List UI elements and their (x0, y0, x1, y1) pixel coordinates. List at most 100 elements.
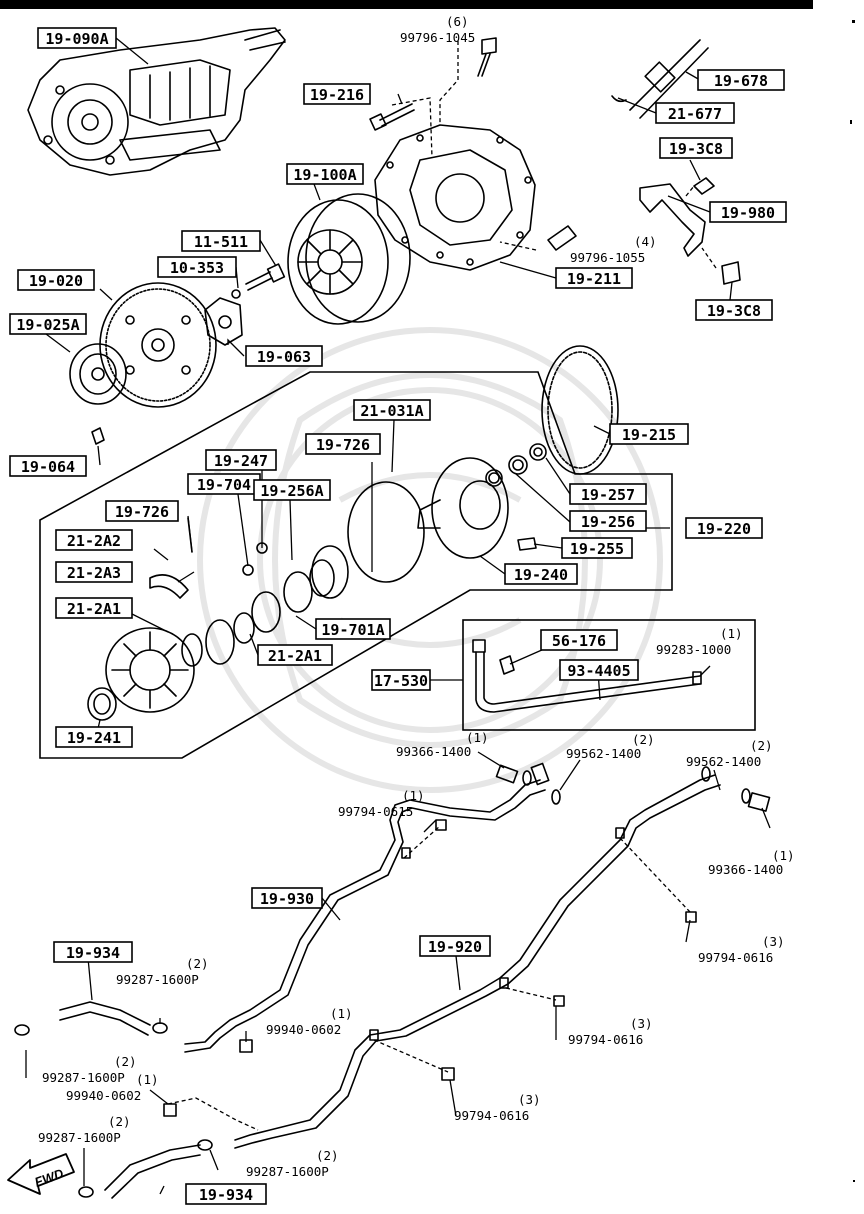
label-19-256A: 19-256A (253, 479, 331, 501)
svg-text:21-677: 21-677 (668, 105, 722, 123)
svg-text:19-211: 19-211 (567, 270, 621, 288)
svg-text:(2): (2) (750, 738, 773, 753)
bolt-drawings (91, 37, 577, 445)
pipe-fittings-drawing (14, 762, 771, 1198)
svg-text:19-3C8: 19-3C8 (669, 140, 723, 158)
svg-text:21-2A1: 21-2A1 (67, 600, 121, 618)
svg-text:99794-0616: 99794-0616 (454, 1108, 529, 1123)
header-bar (0, 0, 813, 9)
svg-text:19-980: 19-980 (721, 204, 775, 222)
svg-text:19-678: 19-678 (714, 72, 768, 90)
callout-99796-1045: (6)99796-1045 (400, 14, 475, 45)
label-19-930: 19-930 (251, 887, 323, 909)
callout-99794-0616-right: (3)99794-0616 (698, 934, 785, 965)
svg-text:99796-1045: 99796-1045 (400, 30, 475, 45)
hose-934-lower-drawing (104, 1144, 201, 1199)
label-19-934-lower: 19-934 (185, 1183, 267, 1205)
svg-text:19-704: 19-704 (197, 476, 251, 494)
svg-text:99287-1600P: 99287-1600P (38, 1130, 121, 1145)
edge-specks (850, 20, 855, 1182)
svg-text:19-240: 19-240 (514, 566, 568, 584)
callout-99287-1600P-lower-left: (2)99287-1600P (38, 1114, 131, 1145)
callout-99366-1400-right: (1)99366-1400 (708, 848, 795, 877)
svg-text:19-090A: 19-090A (45, 30, 108, 48)
part-drawings (14, 27, 771, 1199)
label-19-020: 19-020 (17, 269, 95, 291)
svg-text:21-031A: 21-031A (360, 402, 423, 420)
callout-99283-1000: (1)99283-1000 (656, 626, 743, 657)
svg-text:(3): (3) (630, 1016, 653, 1031)
label-56-176: 56-176 (540, 629, 618, 651)
label-21-677: 21-677 (655, 102, 735, 124)
label-19-3C8-top: 19-3C8 (659, 137, 733, 159)
svg-text:(3): (3) (762, 934, 785, 949)
callout-99287-1600P-upper-left: (2)99287-1600P (42, 1054, 137, 1085)
svg-text:19-726: 19-726 (115, 503, 169, 521)
svg-text:19-930: 19-930 (260, 890, 314, 908)
label-19-241: 19-241 (55, 726, 133, 748)
svg-text:(1): (1) (330, 1006, 353, 1021)
watermark-logo (197, 327, 663, 793)
label-19-920: 19-920 (419, 935, 491, 957)
svg-text:(6): (6) (446, 14, 469, 29)
label-19-678: 19-678 (697, 69, 785, 91)
svg-text:19-063: 19-063 (257, 348, 311, 366)
label-10-353: 10-353 (157, 256, 237, 278)
label-19-215: 19-215 (609, 423, 689, 445)
svg-text:(4): (4) (634, 234, 657, 249)
svg-text:19-256: 19-256 (581, 513, 635, 531)
label-19-216: 19-216 (303, 83, 371, 105)
label-11-511: 11-511 (181, 230, 261, 252)
callout-99562-1400-right: (2)99562-1400 (686, 738, 773, 769)
label-19-064: 19-064 (9, 455, 87, 477)
svg-text:19-934: 19-934 (199, 1186, 253, 1204)
svg-text:19-020: 19-020 (29, 272, 83, 290)
hose-934-upper-drawing (59, 1001, 151, 1036)
svg-text:99940-0602: 99940-0602 (66, 1088, 141, 1103)
label-19-934-upper: 19-934 (53, 941, 133, 963)
cooler-pipe-920-drawing (234, 774, 721, 1149)
label-19-247: 19-247 (205, 449, 277, 471)
cooler-hose-frame (462, 619, 756, 731)
callout-99940-0602-lower: (1)99940-0602 (66, 1072, 159, 1103)
label-21-2A2: 21-2A2 (55, 529, 133, 551)
torque-converter-drawing (287, 193, 411, 325)
svg-text:99562-1400: 99562-1400 (566, 746, 641, 761)
label-19-255: 19-255 (561, 537, 633, 559)
group-frames (39, 371, 756, 759)
svg-text:(1): (1) (720, 626, 743, 641)
svg-text:10-353: 10-353 (170, 259, 224, 277)
callout-99794-0616-middle: (3)99794-0616 (568, 1016, 653, 1047)
drive-plate-drawing (99, 282, 217, 408)
svg-text:19-257: 19-257 (581, 486, 635, 504)
svg-text:99287-1600P: 99287-1600P (246, 1164, 329, 1179)
svg-text:19-3C8: 19-3C8 (707, 302, 761, 320)
label-19-3C8-bottom: 19-3C8 (695, 299, 773, 321)
fwd-direction-arrow: FWD (7, 1153, 75, 1195)
svg-text:(1): (1) (772, 848, 795, 863)
label-19-220: 19-220 (685, 517, 763, 539)
svg-text:19-100A: 19-100A (293, 166, 356, 184)
bracket-drawing (639, 177, 741, 285)
cooler-pipe-930-drawing (184, 779, 546, 1053)
svg-text:21-2A3: 21-2A3 (67, 564, 121, 582)
svg-text:(2): (2) (114, 1054, 137, 1069)
svg-text:21-2A1: 21-2A1 (268, 647, 322, 665)
svg-text:99794-0616: 99794-0616 (698, 950, 773, 965)
svg-text:99794-0615: 99794-0615 (338, 804, 413, 819)
callout-99562-1400-middle: (2)99562-1400 (566, 732, 655, 761)
svg-text:99283-1000: 99283-1000 (656, 642, 731, 657)
drive-plate-adapter-drawing (69, 343, 127, 405)
svg-text:19-220: 19-220 (697, 520, 751, 538)
svg-text:19-025A: 19-025A (16, 316, 79, 334)
label-19-211: 19-211 (555, 267, 633, 289)
pump-group-frame (39, 371, 673, 759)
label-93-4405: 93-4405 (559, 659, 639, 681)
label-21-031A: 21-031A (353, 399, 431, 421)
svg-text:19-256A: 19-256A (260, 482, 323, 500)
svg-text:21-2A2: 21-2A2 (67, 532, 121, 550)
callout-99940-0602-upper: (1)99940-0602 (266, 1006, 353, 1037)
label-21-2A1-left: 21-2A1 (55, 597, 133, 619)
svg-text:19-216: 19-216 (310, 86, 364, 104)
converter-housing-drawing (374, 124, 536, 271)
